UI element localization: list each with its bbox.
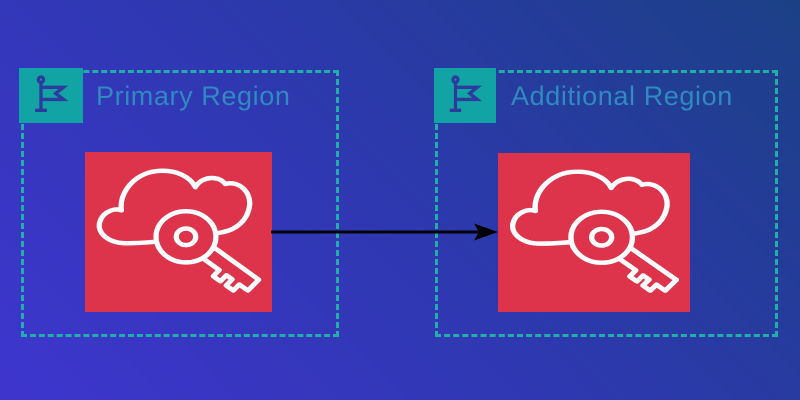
region-label-primary: Primary Region	[96, 81, 291, 111]
region-box-primary	[21, 70, 339, 337]
region-box-additional	[435, 70, 778, 337]
kms-cloud-key-icon	[509, 169, 680, 293]
region-flag-badge	[19, 68, 83, 123]
kms-service-icon-additional	[498, 153, 690, 312]
kms-cloud-key-icon	[96, 168, 262, 293]
region-label-additional: Additional Region	[511, 81, 733, 111]
kms-service-icon-primary	[85, 152, 272, 312]
region-flag-badge	[434, 68, 496, 123]
region-flag-icon	[34, 75, 69, 112]
replication-arrow	[271, 223, 498, 241]
region-flag-icon	[449, 75, 482, 112]
